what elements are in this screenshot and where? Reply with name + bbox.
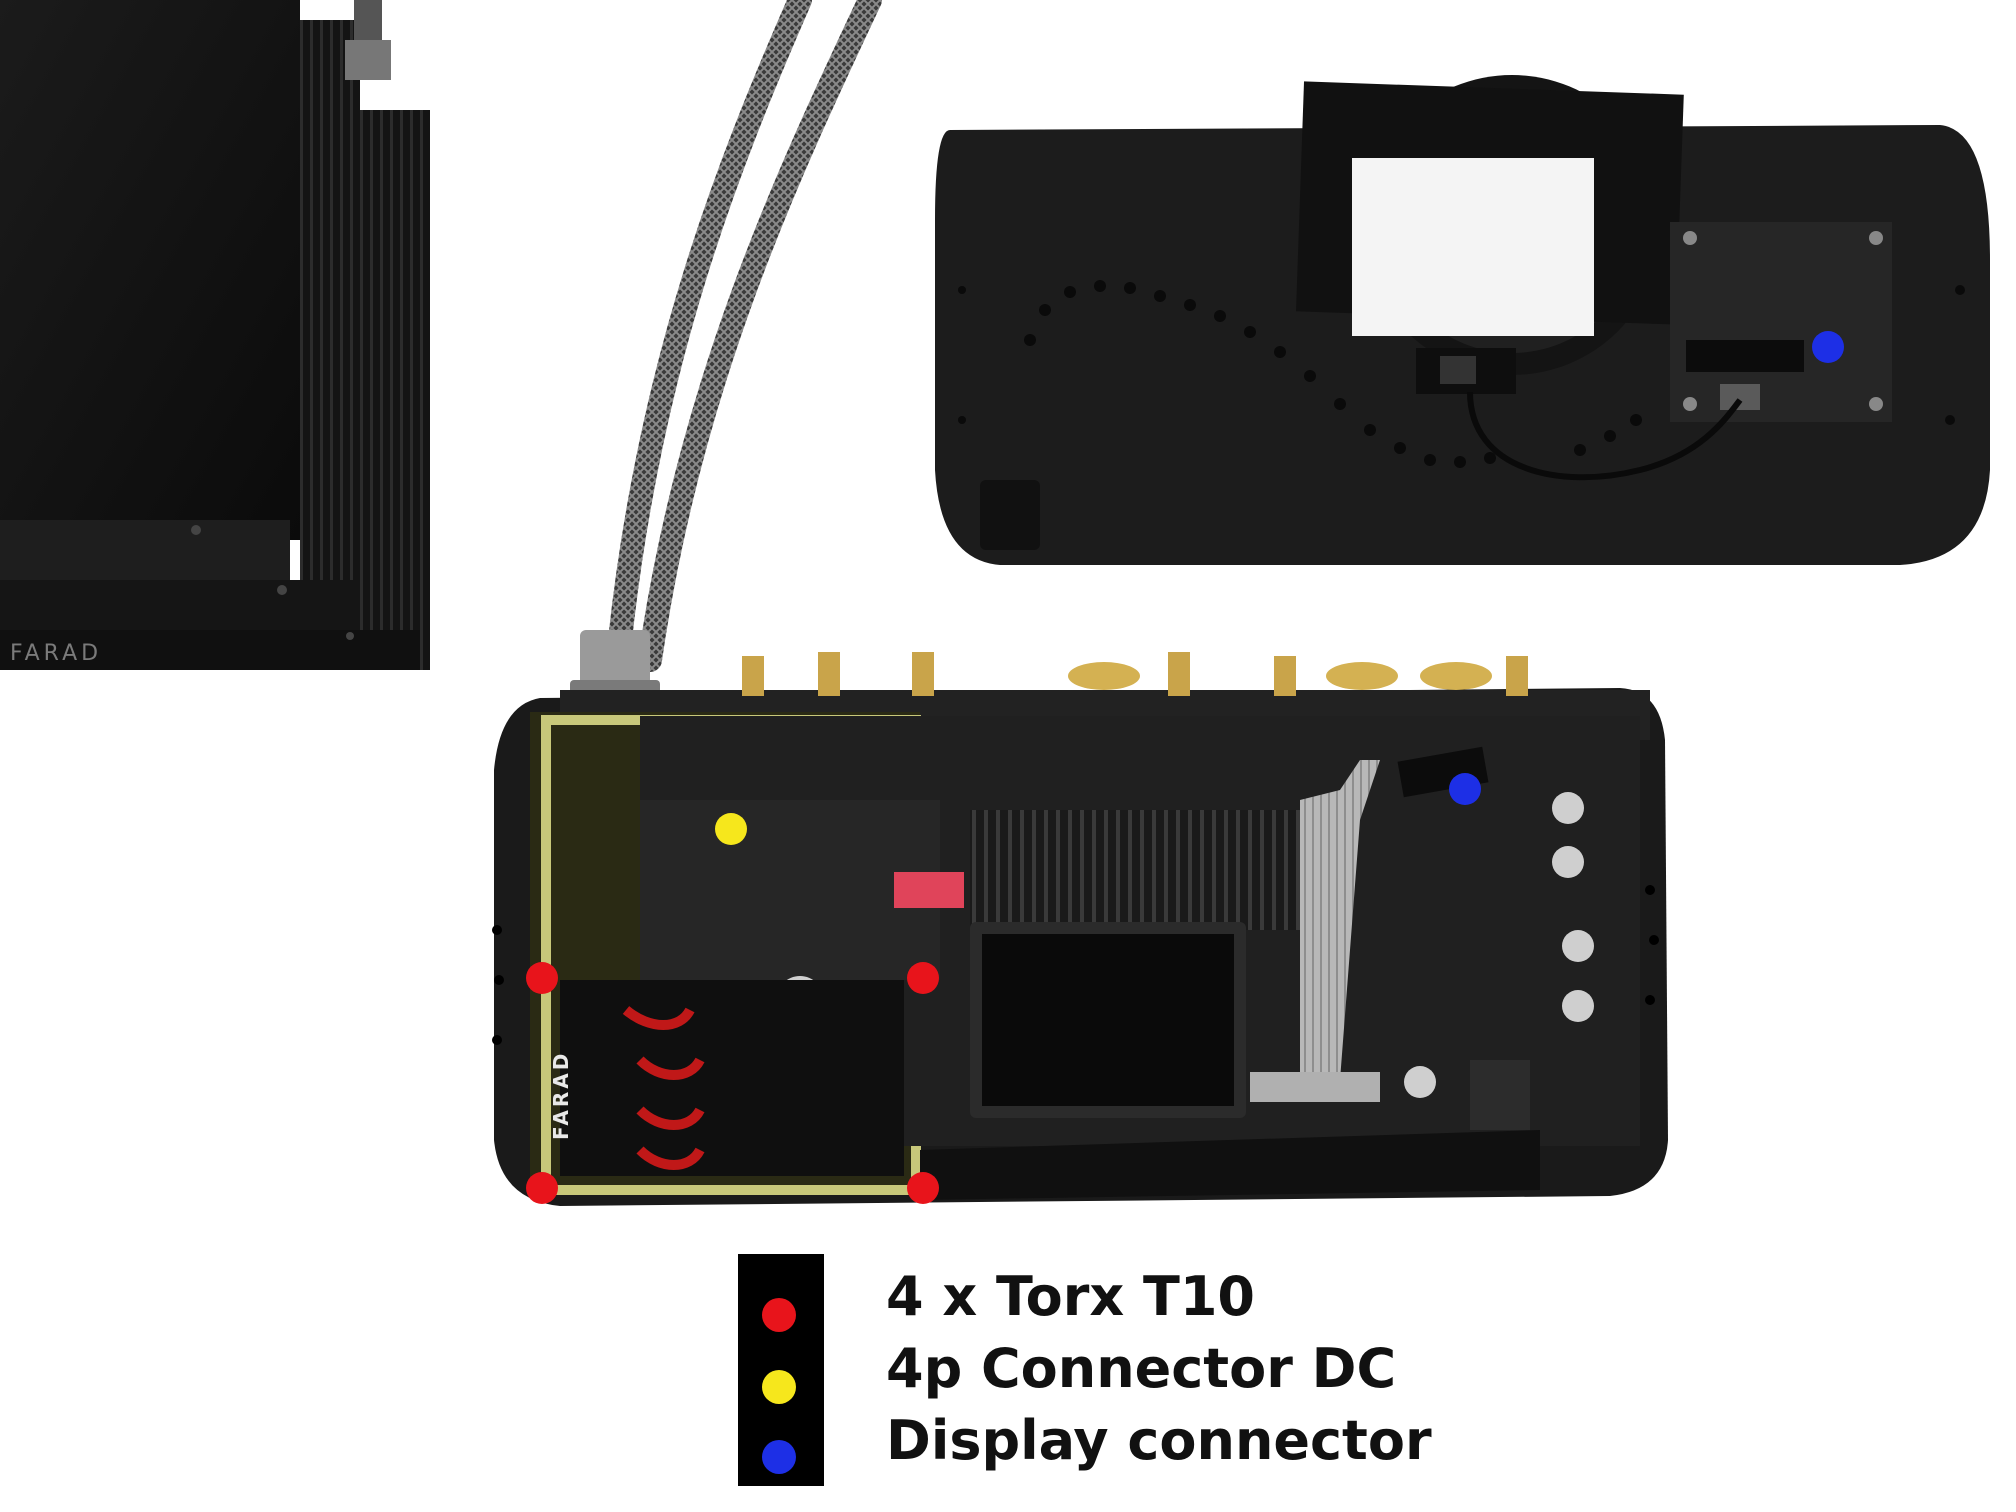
pcb-brand-label: FARAD [549,1051,573,1140]
blue-dot-icon [762,1440,796,1474]
cable-gland [580,630,650,690]
torx-screw-marker [907,962,939,994]
yellow-dot-icon [762,1370,796,1404]
main-chassis: FARAD [492,652,1668,1206]
dc-connector-marker [715,813,747,845]
legend-label-dc-connector: 4p Connector DC [886,1337,1397,1400]
legend-label-torx: 4 x Torx T10 [886,1265,1256,1328]
top-lid [935,75,1990,565]
red-dot-icon [762,1298,796,1332]
torx-screw-marker [526,1172,558,1204]
display-connector-marker [1449,773,1481,805]
legend-label-display-connector: Display connector [886,1409,1432,1472]
annotation-markers [526,331,1844,1204]
legend-swatch-panel [738,1254,824,1486]
psu-brand-label: FARAD [10,641,102,666]
power-supply-unit: FARAD [0,0,430,670]
torx-screw-marker [526,962,558,994]
torx-screw-marker [907,1172,939,1204]
display-connector-marker [1812,331,1844,363]
display-screen [982,934,1234,1106]
lid-display-window [1352,158,1594,336]
